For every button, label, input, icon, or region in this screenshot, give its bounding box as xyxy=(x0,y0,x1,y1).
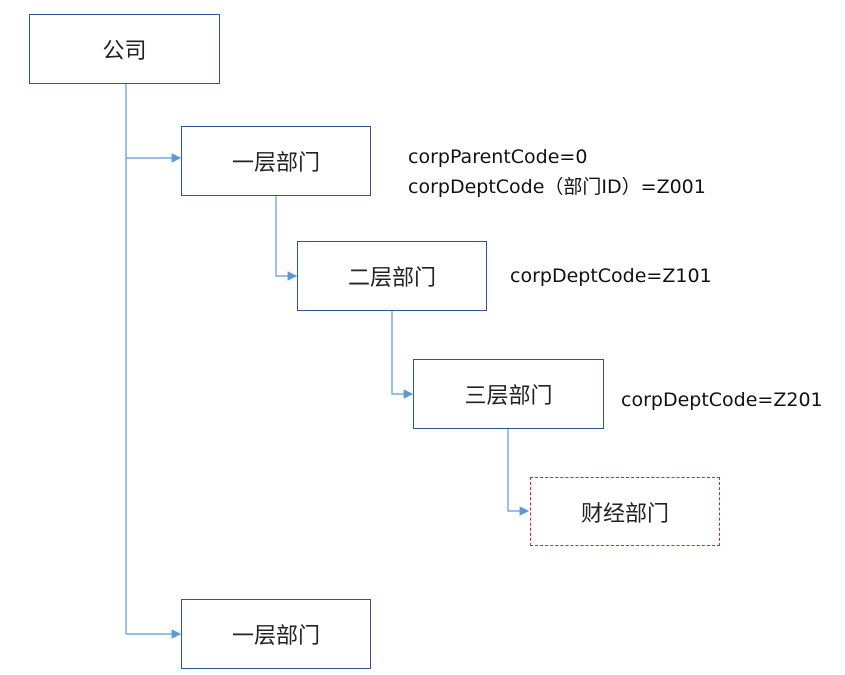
node-level2: 二层部门 xyxy=(297,241,487,311)
node-level3-label: 三层部门 xyxy=(464,384,553,409)
annotation-level1: corpParentCode=0 corpDeptCode（部门ID）=Z001 xyxy=(408,142,706,202)
connector-level1-to-level2 xyxy=(275,196,298,281)
node-finance: 财经部门 xyxy=(530,477,720,546)
node-level1-a-label: 一层部门 xyxy=(231,151,320,176)
node-company: 公司 xyxy=(29,14,220,84)
annotation-level3-dept-code: corpDeptCode=Z201 xyxy=(621,389,823,411)
node-level2-label: 二层部门 xyxy=(347,266,436,291)
node-level3: 三层部门 xyxy=(413,359,604,429)
node-company-label: 公司 xyxy=(102,39,147,64)
node-finance-label: 财经部门 xyxy=(580,501,669,527)
connector-level3-to-finance xyxy=(507,429,530,516)
node-level1-b: 一层部门 xyxy=(181,599,371,669)
annotation-level2-dept-code: corpDeptCode=Z101 xyxy=(510,265,712,287)
annotation-level1-dept-code: corpDeptCode（部门ID）=Z001 xyxy=(408,176,706,198)
node-level1-a: 一层部门 xyxy=(181,126,371,196)
connector-level2-to-level3 xyxy=(391,311,414,399)
annotation-level1-parent-code: corpParentCode=0 xyxy=(408,146,588,168)
node-level1-b-label: 一层部门 xyxy=(231,624,320,649)
